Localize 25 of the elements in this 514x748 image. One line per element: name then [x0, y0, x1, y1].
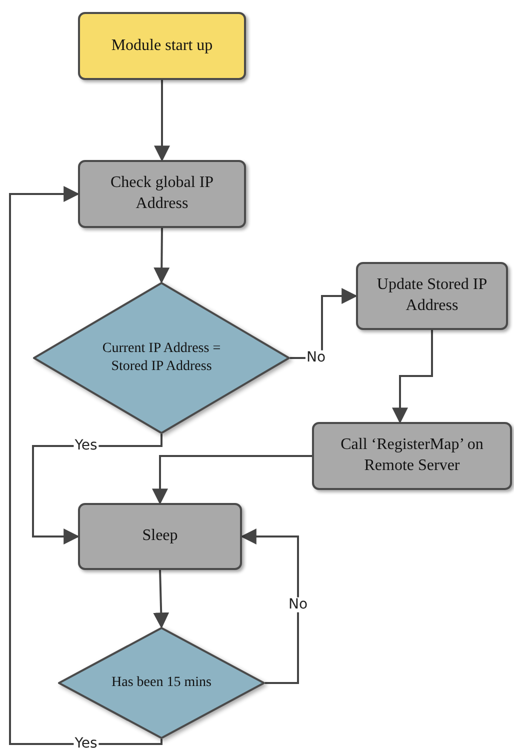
- arrow: [154, 228, 170, 284]
- edge-label: No: [287, 597, 309, 613]
- arrow: [240, 528, 299, 684]
- process-box: [78, 160, 246, 228]
- arrow: [32, 434, 162, 544]
- arrow: [290, 288, 358, 359]
- decision-diamond: [58, 627, 265, 739]
- node-label: Current IP Address = Stored IP Address: [101, 340, 222, 376]
- node-label: Update Stored IP Address: [376, 275, 488, 316]
- node-label: Sleep: [142, 526, 178, 546]
- arrow: [154, 80, 170, 162]
- arrow: [152, 455, 312, 505]
- node-label: Call ‘RegisterMap’ on Remote Server: [340, 435, 484, 476]
- node-label: Module start up: [111, 36, 213, 56]
- edge-label: Yes: [74, 736, 98, 748]
- decision-diamond: [33, 282, 290, 434]
- start-box: [78, 12, 246, 80]
- node-label: Has been 15 mins: [112, 674, 212, 692]
- arrow: [153, 570, 170, 629]
- process-box: [356, 262, 508, 330]
- arrow: [9, 186, 162, 745]
- process-box: [312, 422, 512, 490]
- process-box: [78, 503, 242, 570]
- arrow: [392, 330, 433, 424]
- node-label: Check global IP Address: [109, 173, 215, 214]
